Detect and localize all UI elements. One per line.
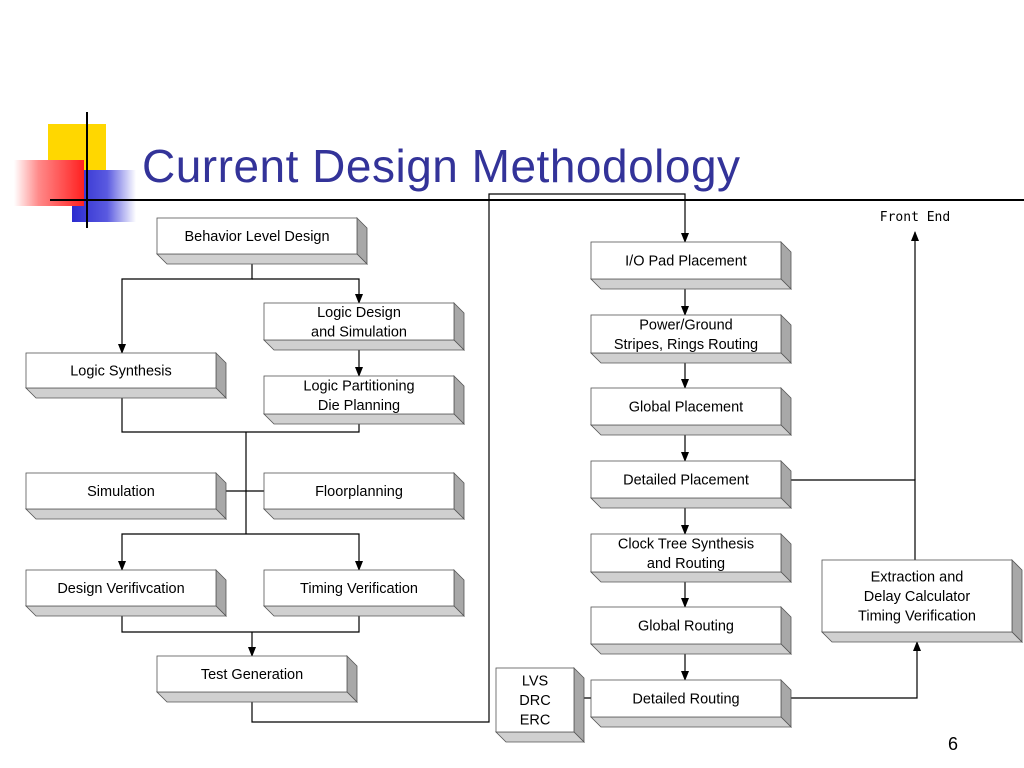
node-bevel-side: [573, 667, 585, 743]
node-label: Timing Verification: [300, 581, 418, 597]
node-bevel-bottom: [495, 731, 585, 743]
node-label: DRC: [519, 693, 550, 709]
node-label: Power/Ground: [639, 317, 733, 333]
node-face: [156, 655, 348, 693]
node-detailed-routing: Detailed Routing: [590, 679, 792, 728]
node-label: Simulation: [87, 484, 155, 500]
node-face: [590, 241, 782, 280]
connector-behavior-to-logic-design: [252, 278, 363, 304]
node-label: and Simulation: [311, 324, 407, 340]
node-face: [495, 667, 575, 733]
connector-verifications-merge: [121, 606, 360, 633]
node-bevel-bottom: [263, 605, 465, 617]
node-label: Behavior Level Design: [184, 229, 329, 245]
node-bevel-bottom: [156, 253, 368, 265]
page-number: 6: [948, 734, 959, 754]
connector-test-to-backend: [251, 193, 689, 723]
node-label: ERC: [520, 713, 551, 729]
node-label: Detailed Routing: [632, 692, 739, 708]
node-timing-verification: Timing Verification: [263, 569, 465, 617]
node-bevel-bottom: [25, 605, 227, 617]
connector-behavior-split: [118, 254, 253, 354]
node-bevel-side: [1011, 559, 1023, 643]
node-behavior: Behavior Level Design: [156, 217, 368, 265]
node-face: [590, 314, 782, 354]
connector-detailed-route-to-extraction: [791, 641, 921, 699]
connector-extraction-to-detailed-place: [780, 476, 916, 560]
node-label: Logic Synthesis: [70, 364, 172, 380]
decor-red-square: [14, 160, 84, 206]
node-label: Timing Verification: [858, 609, 976, 625]
node-face: [590, 606, 782, 645]
node-bevel-bottom: [156, 691, 358, 703]
connector-bus-split-verification: [118, 533, 246, 571]
node-label: Global Routing: [638, 619, 734, 635]
node-face: [590, 679, 782, 718]
decor-vertical-line: [86, 112, 88, 228]
node-bevel-bottom: [590, 278, 792, 290]
node-label: Test Generation: [201, 667, 303, 683]
node-label: Stripes, Rings Routing: [614, 337, 758, 353]
node-logic-design: Logic Design and Simulation: [263, 302, 465, 351]
node-simulation: Simulation: [25, 472, 227, 520]
node-label: Logic Design: [317, 305, 401, 321]
node-label: Floorplanning: [315, 484, 403, 500]
node-label: Detailed Placement: [623, 473, 749, 489]
node-bevel-bottom: [590, 352, 792, 364]
node-bevel-bottom: [263, 339, 465, 351]
node-clock-tree: Clock Tree Synthesis and Routing: [590, 533, 792, 583]
node-face: [25, 352, 217, 389]
node-label: LVS: [522, 674, 548, 690]
slide-title: Current Design Methodology: [142, 138, 749, 194]
node-face: [156, 217, 358, 255]
node-label: Design Verifivcation: [57, 581, 184, 597]
node-logic-synthesis: Logic Synthesis: [25, 352, 227, 399]
node-design-verification: Design Verifivcation: [25, 569, 227, 617]
node-global-routing: Global Routing: [590, 606, 792, 655]
node-label: Extraction and: [871, 570, 964, 586]
node-bevel-bottom: [590, 571, 792, 583]
connectors: [118, 193, 921, 723]
node-face: [590, 460, 782, 499]
node-test-generation: Test Generation: [156, 655, 358, 703]
node-label: Die Planning: [318, 398, 400, 414]
node-face: [263, 302, 455, 341]
node-io-pad: I/O Pad Placement: [590, 241, 792, 290]
node-bevel-bottom: [263, 413, 465, 425]
node-face: [25, 472, 217, 510]
node-label: Logic Partitioning: [303, 378, 414, 394]
node-bevel-bottom: [25, 508, 227, 520]
node-bevel-bottom: [590, 424, 792, 436]
node-face: [263, 472, 455, 510]
node-face: [590, 533, 782, 573]
node-bevel-bottom: [263, 508, 465, 520]
node-global-placement: Global Placement: [590, 387, 792, 436]
node-label: Clock Tree Synthesis: [618, 536, 754, 552]
connector-bus-to-timing: [246, 533, 363, 571]
node-lvs: LVS DRC ERC: [495, 667, 585, 743]
node-label: Delay Calculator: [864, 589, 971, 605]
node-bevel-bottom: [25, 387, 227, 399]
title-underline: [50, 199, 1024, 201]
node-face: [263, 569, 455, 607]
node-face: [25, 569, 217, 607]
node-bevel-bottom: [590, 497, 792, 509]
node-face: [590, 387, 782, 426]
node-bevel-bottom: [821, 631, 1023, 643]
node-detailed-placement: Detailed Placement: [590, 460, 792, 509]
node-label: Global Placement: [629, 400, 743, 416]
node-floorplanning: Floorplanning: [263, 472, 465, 520]
node-bevel-bottom: [590, 643, 792, 655]
node-face: [821, 559, 1013, 633]
node-bevel-bottom: [590, 716, 792, 728]
node-face: [263, 375, 455, 415]
node-label: and Routing: [647, 556, 725, 572]
node-label: I/O Pad Placement: [625, 254, 747, 270]
front-end-label: Front End: [880, 210, 950, 225]
